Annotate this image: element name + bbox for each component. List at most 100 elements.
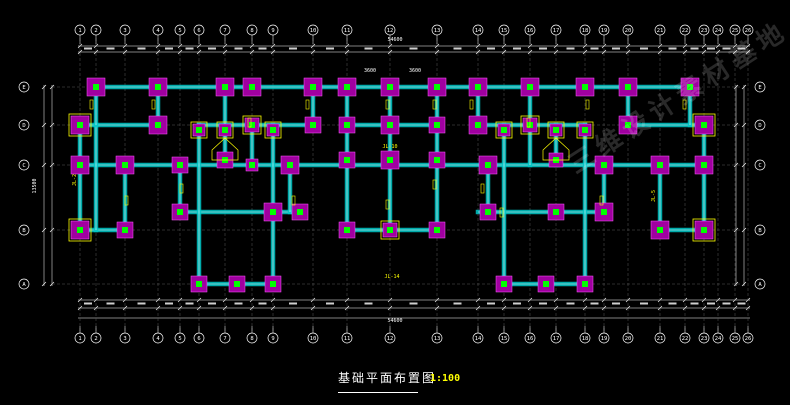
axis-bubble-col bbox=[742, 24, 754, 36]
column-stub bbox=[582, 84, 588, 90]
footing-outline bbox=[68, 113, 92, 137]
axis-bubble-col-label: 14 bbox=[475, 336, 482, 342]
axis-bubble-col bbox=[307, 332, 319, 344]
axis-bubble-col bbox=[219, 24, 231, 36]
axis-bubble-col bbox=[341, 24, 353, 36]
beam-tag-mark bbox=[179, 183, 184, 194]
axis-bubble-col-label: 22 bbox=[682, 28, 689, 34]
dimension-text-mark bbox=[513, 302, 521, 305]
axis-bubble-row bbox=[18, 81, 30, 93]
beam-tag-mark bbox=[385, 199, 390, 210]
axis-bubble-col bbox=[698, 332, 710, 344]
dimension-text-mark bbox=[737, 47, 746, 50]
dimension-text-mark bbox=[453, 302, 462, 305]
axis-bubble-col-label: 1 bbox=[78, 336, 81, 342]
dimension-tick bbox=[733, 162, 739, 168]
axis-bubble-col bbox=[152, 332, 164, 344]
axis-bubble-col bbox=[579, 332, 591, 344]
footing-outline bbox=[264, 121, 282, 139]
axis-bubble-row bbox=[18, 224, 30, 236]
axis-bubble-col-label: 20 bbox=[625, 336, 632, 342]
dimension-text-mark bbox=[165, 47, 173, 50]
column-stub bbox=[434, 157, 440, 163]
axis-bubble-col bbox=[90, 24, 102, 36]
axis-bubble-col-label: 9 bbox=[271, 28, 274, 34]
column-stub bbox=[657, 162, 663, 168]
axis-bubble-col-label: 20 bbox=[625, 28, 632, 34]
axis-bubble-row bbox=[754, 224, 766, 236]
column-stub bbox=[249, 122, 255, 128]
beam-tag-mark bbox=[151, 99, 156, 110]
axis-bubble-col-label: 8 bbox=[250, 28, 253, 34]
axis-bubble-col-label: 25 bbox=[732, 336, 739, 342]
dimension-text-mark bbox=[137, 302, 146, 305]
dimension-tick bbox=[41, 227, 47, 233]
axis-bubble-col bbox=[712, 332, 724, 344]
beam-tag-mark bbox=[124, 195, 129, 206]
axis-bubble-col bbox=[307, 24, 319, 36]
beam-tag-mark bbox=[247, 117, 252, 128]
dimension-text-mark bbox=[409, 47, 418, 50]
dimension-text-mark bbox=[612, 47, 620, 50]
axis-bubble-col-label: 7 bbox=[223, 336, 226, 342]
axis-bubble-col bbox=[729, 332, 741, 344]
axis-bubble-col bbox=[341, 332, 353, 344]
dimension-text-mark bbox=[185, 47, 194, 50]
column-stub bbox=[270, 281, 276, 287]
axis-bubble-row bbox=[18, 278, 30, 290]
axis-bubble-col bbox=[698, 24, 710, 36]
footing-outline-special bbox=[211, 137, 239, 161]
axis-bubble-col-label: 12 bbox=[387, 336, 394, 342]
axis-bubble-col bbox=[267, 332, 279, 344]
drawing-scale: 1:100 bbox=[430, 373, 461, 384]
dimension-text-mark bbox=[326, 302, 334, 305]
beam-tag-mark bbox=[499, 207, 504, 218]
axis-bubble-col bbox=[472, 332, 484, 344]
total-dimension-bottom: 54600 bbox=[387, 318, 402, 324]
footing-outline bbox=[495, 121, 513, 139]
dimension-tick bbox=[177, 49, 183, 55]
dimension-text-mark bbox=[258, 47, 267, 50]
axis-bubble-col-label: 10 bbox=[310, 336, 317, 342]
beam-label-center: JL-10 bbox=[382, 144, 397, 150]
column-stub bbox=[501, 127, 507, 133]
dimension-tick bbox=[527, 49, 533, 55]
axis-bubble-col-label: 11 bbox=[344, 28, 351, 34]
column-stub bbox=[582, 281, 588, 287]
dimension-tick bbox=[741, 84, 747, 90]
footing-outline-special bbox=[542, 137, 570, 161]
axis-bubble-row-label: E bbox=[22, 85, 25, 91]
dimension-text-mark bbox=[289, 302, 297, 305]
axis-bubble-col bbox=[524, 24, 536, 36]
column-stub bbox=[434, 227, 440, 233]
axis-bubble-col-label: 3 bbox=[123, 336, 126, 342]
left-total-dimension: 13500 bbox=[32, 178, 38, 193]
dimension-text-mark bbox=[487, 47, 495, 50]
column-stub bbox=[582, 127, 588, 133]
dimension-text-mark bbox=[364, 302, 373, 305]
axis-bubble-col bbox=[679, 24, 691, 36]
dimension-text-mark bbox=[566, 47, 575, 50]
dimension-text-mark bbox=[690, 47, 699, 50]
beam-label-right-c: JL-5 bbox=[651, 190, 657, 202]
footing-outline bbox=[242, 115, 262, 135]
dimension-tick bbox=[41, 162, 47, 168]
dimension-tick bbox=[249, 49, 255, 55]
axis-bubble-row-label: D bbox=[758, 123, 761, 129]
column-stub bbox=[310, 84, 316, 90]
dimension-text-mark bbox=[668, 47, 677, 50]
dimension-tick bbox=[41, 281, 47, 287]
axis-bubble-col bbox=[193, 332, 205, 344]
column-stub bbox=[177, 162, 183, 168]
dimension-text-mark bbox=[106, 47, 115, 50]
column-stub bbox=[297, 209, 303, 215]
dimension-text-mark bbox=[707, 302, 715, 305]
column-stub bbox=[122, 227, 128, 233]
axis-bubble-col-label: 23 bbox=[701, 28, 708, 34]
dimension-tick bbox=[745, 49, 751, 55]
dimension-tick bbox=[344, 49, 350, 55]
dimension-tick bbox=[196, 49, 202, 55]
dimension-text-mark bbox=[640, 47, 648, 50]
dimension-tick bbox=[733, 84, 739, 90]
dimension-text-mark bbox=[453, 47, 462, 50]
